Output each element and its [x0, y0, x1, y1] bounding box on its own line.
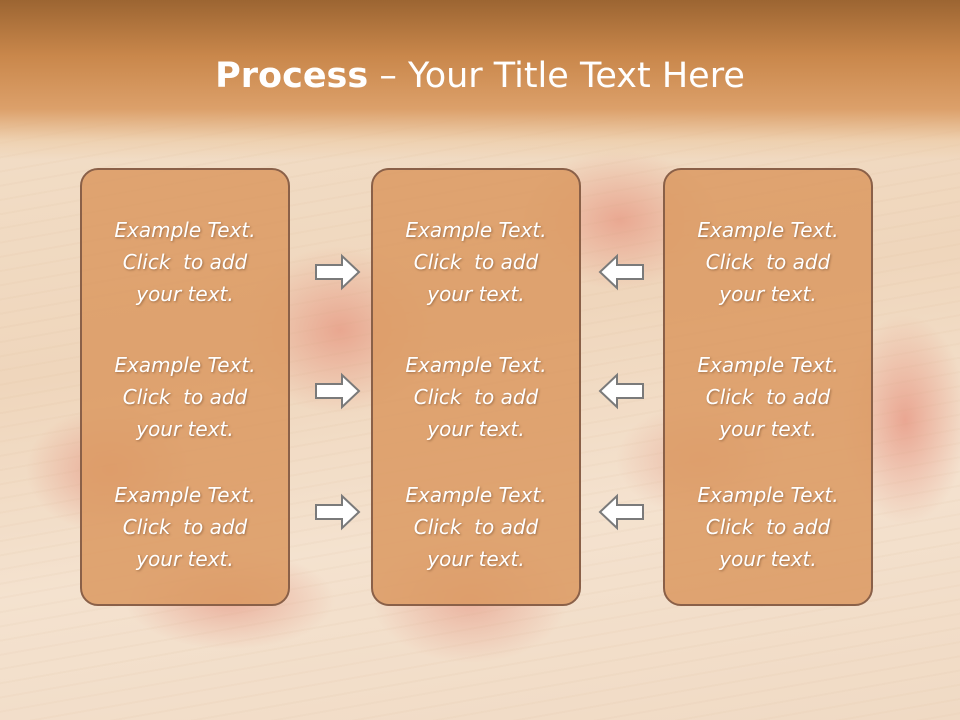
text-line: Example Text. — [114, 218, 256, 242]
title-band — [0, 0, 960, 160]
process-box-right[interactable]: Example Text. Click to add your text. Ex… — [663, 168, 873, 606]
text-placeholder-middle-1[interactable]: Example Text. Click to add your text. — [373, 214, 579, 310]
text-line: your text. — [136, 282, 234, 306]
text-line: your text. — [136, 417, 234, 441]
text-line: Example Text. — [114, 483, 256, 507]
text-line: Example Text. — [697, 353, 839, 377]
text-line: Click to add — [122, 250, 248, 274]
text-line: Example Text. — [697, 483, 839, 507]
text-line: your text. — [427, 282, 525, 306]
text-line: Example Text. — [114, 353, 256, 377]
arrow-right-icon[interactable] — [313, 252, 363, 292]
text-line: your text. — [719, 282, 817, 306]
arrow-right-icon[interactable] — [313, 492, 363, 532]
text-line: Click to add — [413, 385, 539, 409]
text-line: Example Text. — [405, 218, 547, 242]
text-placeholder-right-1[interactable]: Example Text. Click to add your text. — [665, 214, 871, 310]
text-line: Click to add — [413, 515, 539, 539]
arrow-left-icon[interactable] — [596, 371, 646, 411]
process-box-left[interactable]: Example Text. Click to add your text. Ex… — [80, 168, 290, 606]
text-line: Example Text. — [405, 483, 547, 507]
text-line: your text. — [136, 547, 234, 571]
text-line: Click to add — [122, 515, 248, 539]
text-line: your text. — [719, 417, 817, 441]
text-placeholder-left-3[interactable]: Example Text. Click to add your text. — [82, 479, 288, 575]
text-placeholder-middle-2[interactable]: Example Text. Click to add your text. — [373, 349, 579, 445]
arrow-left-icon[interactable] — [596, 252, 646, 292]
text-line: Example Text. — [697, 218, 839, 242]
text-line: your text. — [427, 547, 525, 571]
process-box-middle[interactable]: Example Text. Click to add your text. Ex… — [371, 168, 581, 606]
text-placeholder-left-2[interactable]: Example Text. Click to add your text. — [82, 349, 288, 445]
text-line: Click to add — [413, 250, 539, 274]
text-line: Click to add — [705, 515, 831, 539]
text-placeholder-right-3[interactable]: Example Text. Click to add your text. — [665, 479, 871, 575]
text-line: Example Text. — [405, 353, 547, 377]
text-line: Click to add — [705, 385, 831, 409]
text-placeholder-right-2[interactable]: Example Text. Click to add your text. — [665, 349, 871, 445]
text-placeholder-middle-3[interactable]: Example Text. Click to add your text. — [373, 479, 579, 575]
text-line: Click to add — [122, 385, 248, 409]
text-line: your text. — [719, 547, 817, 571]
arrow-left-icon[interactable] — [596, 492, 646, 532]
slide-title[interactable]: Process – Your Title Text Here — [0, 52, 960, 100]
text-line: Click to add — [705, 250, 831, 274]
text-line: your text. — [427, 417, 525, 441]
title-rest: – Your Title Text Here — [368, 56, 745, 96]
title-bold: Process — [215, 56, 369, 96]
arrow-right-icon[interactable] — [313, 371, 363, 411]
text-placeholder-left-1[interactable]: Example Text. Click to add your text. — [82, 214, 288, 310]
